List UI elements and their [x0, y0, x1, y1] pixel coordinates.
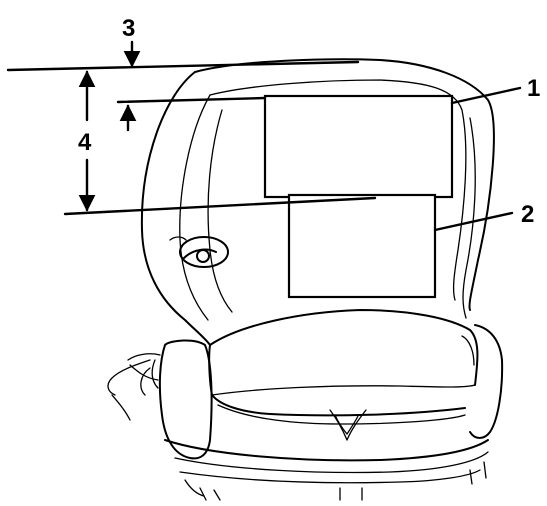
callout-3-label: 3: [122, 15, 135, 42]
label-bottom-reference-line: [63, 196, 377, 216]
callout-2-label: 2: [521, 201, 534, 228]
callout-1-leader: [450, 86, 522, 105]
seat-outline: [107, 58, 504, 501]
label-area-2: [287, 193, 437, 299]
seat-top-reference-line: [6, 60, 360, 72]
recline-knob: [169, 236, 229, 268]
dimension-lines: [6, 40, 522, 232]
label-top-reference-line: [116, 96, 267, 104]
callout-2-leader: [433, 211, 514, 232]
callout-1-label: 1: [527, 75, 540, 102]
label-area-1: [263, 94, 454, 199]
callout-4-label: 4: [78, 129, 92, 156]
